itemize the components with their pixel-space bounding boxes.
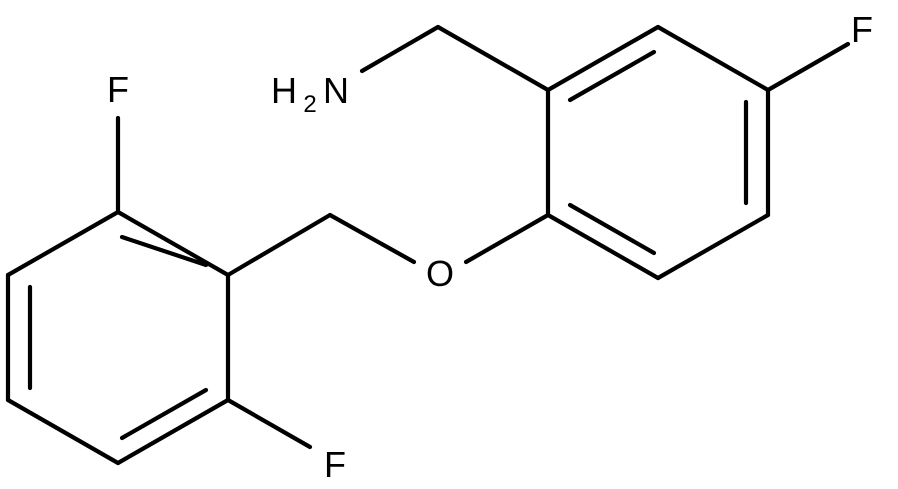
double-bond-inner xyxy=(567,202,657,256)
bond-ch2-n xyxy=(359,24,441,74)
atom-label-amine-h: H xyxy=(271,70,297,111)
bond-ring-o xyxy=(463,212,551,265)
atom-label-f-bottom-left: F xyxy=(324,444,346,485)
bond-c-f-right xyxy=(765,41,851,93)
bond xyxy=(545,24,661,93)
bond xyxy=(655,212,771,281)
double-bond-inner xyxy=(119,234,209,268)
bond xyxy=(115,209,231,278)
bond xyxy=(545,212,661,281)
atom-label-f-top-left: F xyxy=(107,69,129,110)
atom-label-f-right: F xyxy=(851,9,873,50)
right-benzene-ring xyxy=(545,24,771,281)
bond-c-f-bottom-left xyxy=(225,397,313,450)
left-benzene-ring xyxy=(5,209,231,466)
bond-ring-ch2 xyxy=(435,24,551,93)
double-bond-inner xyxy=(119,387,209,441)
atom-label-amine-subscript: 2 xyxy=(303,91,316,118)
bond xyxy=(5,397,121,466)
atom-label-amine-n: N xyxy=(323,70,349,111)
bond-o-ch2 xyxy=(327,212,417,265)
atom-label-oxygen: O xyxy=(426,253,454,294)
bond xyxy=(655,24,771,93)
bond-ch2-ring xyxy=(225,212,333,278)
double-bond-inner xyxy=(567,49,657,103)
bond xyxy=(5,209,121,278)
bond xyxy=(115,397,231,466)
